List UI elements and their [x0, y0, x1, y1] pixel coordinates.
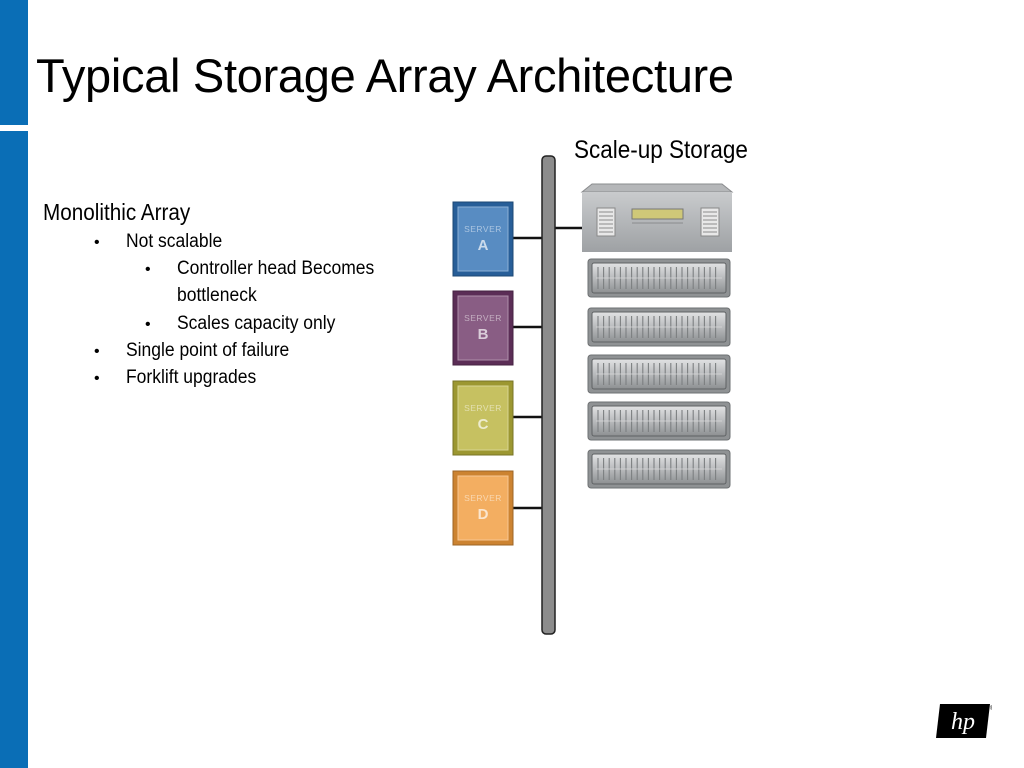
server-letter: C	[478, 416, 489, 433]
bullet-marker: •	[145, 261, 151, 278]
bullet-scales-capacity: Scales capacity only	[177, 313, 336, 334]
slide-title: Typical Storage Array Architecture	[36, 49, 734, 102]
left-accent-bar-lower	[0, 131, 28, 768]
servers-group: SERVER A SERVER B SERVER C SERVER D	[452, 201, 514, 546]
disk-shelves-group	[587, 258, 731, 489]
bullet-marker: •	[94, 343, 100, 360]
section-heading: Monolithic Array	[43, 199, 191, 225]
disk-shelf	[587, 401, 731, 441]
disk-shelf	[587, 258, 731, 298]
bullet-controller-head: Controller head Becomes	[177, 258, 375, 279]
server-b: SERVER B	[452, 290, 514, 366]
disk-shelf	[587, 354, 731, 394]
server-label: SERVER	[464, 313, 502, 323]
server-letter: B	[478, 326, 489, 343]
server-label: SERVER	[464, 224, 502, 234]
bullet-marker: •	[94, 370, 100, 387]
bullet-forklift: Forklift upgrades	[126, 367, 257, 388]
controller-head	[580, 183, 734, 252]
server-c: SERVER C	[452, 380, 514, 456]
bullet-single-point: Single point of failure	[126, 340, 290, 361]
disk-shelf	[587, 449, 731, 489]
bullet-marker: •	[94, 234, 100, 251]
server-label: SERVER	[464, 403, 502, 413]
scale-up-storage-label: Scale-up Storage	[574, 136, 748, 164]
disk-shelf	[587, 307, 731, 347]
network-bus	[541, 155, 556, 635]
server-d: SERVER D	[452, 470, 514, 546]
server-a: SERVER A	[452, 201, 514, 277]
left-accent-bar	[0, 0, 28, 125]
bullet-controller-head-cont: bottleneck	[177, 285, 257, 306]
registered-mark: ®	[990, 705, 992, 712]
server-letter: A	[478, 237, 489, 254]
bullet-not-scalable: Not scalable	[126, 231, 223, 252]
server-label: SERVER	[464, 493, 502, 503]
bullet-marker: •	[145, 316, 151, 333]
title-divider	[0, 125, 28, 131]
hp-logo: hp ®	[936, 704, 992, 738]
hp-logo-text: hp	[951, 709, 975, 735]
server-letter: D	[478, 506, 489, 523]
